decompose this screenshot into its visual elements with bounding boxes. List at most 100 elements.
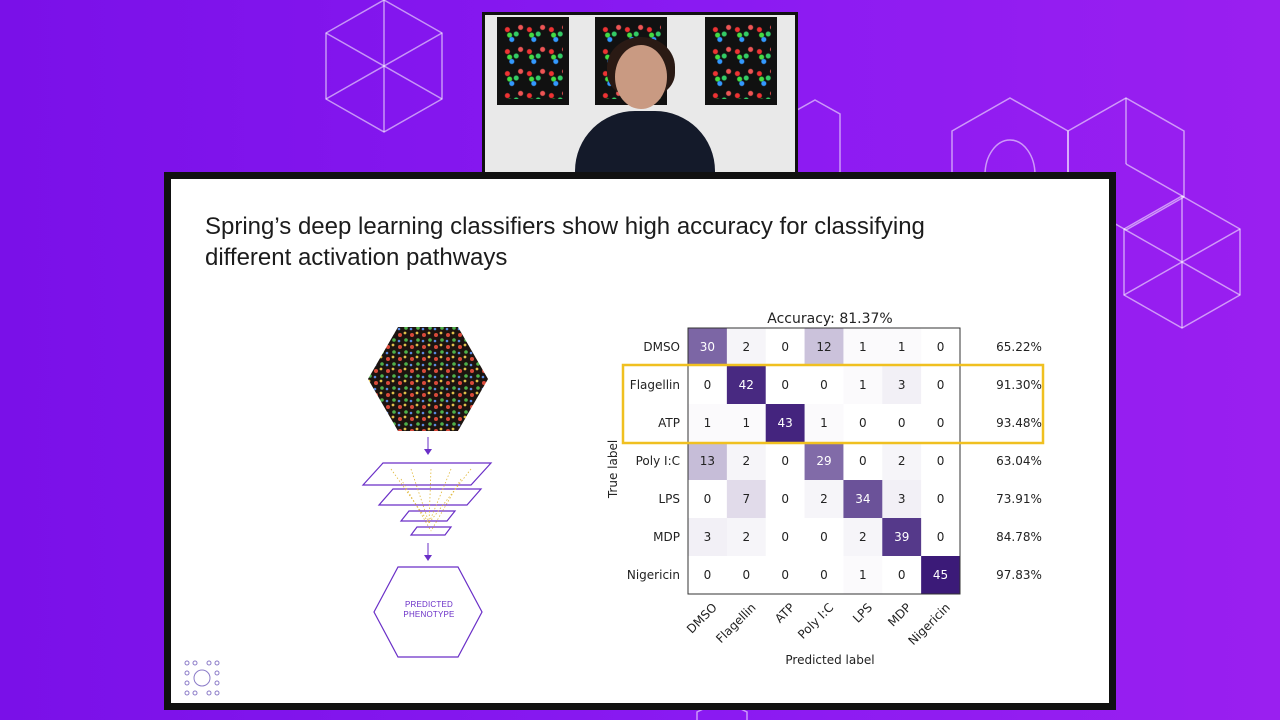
company-logo-icon xyxy=(184,660,220,696)
row-accuracy: 65.22% xyxy=(996,340,1042,354)
matrix-cell xyxy=(765,556,806,595)
neural-network-layers-icon xyxy=(361,462,493,536)
matrix-cell xyxy=(688,366,728,405)
matrix-cell-value: 0 xyxy=(898,416,906,430)
matrix-cell xyxy=(765,442,806,481)
matrix-cell xyxy=(882,366,922,405)
matrix-cell-value: 2 xyxy=(859,530,867,544)
row-accuracy: 63.04% xyxy=(996,454,1042,468)
matrix-cell-value: 3 xyxy=(898,492,906,506)
row-label: Poly I:C xyxy=(636,454,680,468)
matrix-cell-value: 2 xyxy=(742,340,750,354)
x-axis-label: Predicted label xyxy=(785,653,874,667)
matrix-cell-value: 0 xyxy=(781,530,789,544)
matrix-cell-value: 1 xyxy=(859,378,867,392)
row-accuracy: 91.30% xyxy=(996,378,1042,392)
matrix-cell xyxy=(726,404,767,443)
matrix-cell-value: 2 xyxy=(898,454,906,468)
matrix-cell-value: 0 xyxy=(781,340,789,354)
matrix-cell-value: 3 xyxy=(898,378,906,392)
matrix-cell xyxy=(688,518,728,557)
classifier-pipeline-diagram xyxy=(361,327,493,658)
matrix-cell-value: 2 xyxy=(742,530,750,544)
matrix-cell xyxy=(726,518,767,557)
matrix-cell-value: 1 xyxy=(859,340,867,354)
arrow-head-bottom xyxy=(424,555,432,561)
slide-title: Spring’s deep learning classifiers show … xyxy=(205,213,925,271)
matrix-cell-value: 0 xyxy=(704,492,712,506)
matrix-frame xyxy=(687,327,961,595)
matrix-cell-value: 1 xyxy=(704,416,712,430)
matrix-cell xyxy=(882,556,922,595)
predicted-phenotype-hexagon xyxy=(373,566,483,658)
highlight-box xyxy=(621,363,1045,445)
y-axis-label: True label xyxy=(606,440,620,499)
matrix-cell-value: 1 xyxy=(742,416,750,430)
matrix-cell-value: 1 xyxy=(820,416,828,430)
matrix-cell xyxy=(882,328,922,367)
matrix-cell xyxy=(843,556,883,595)
confusion-matrix-chart: Accuracy: 81.37% True label Predicted la… xyxy=(606,311,1045,667)
wall-art-left xyxy=(497,17,569,105)
matrix-cell xyxy=(765,366,806,405)
row-label: ATP xyxy=(658,416,680,430)
matrix-cell xyxy=(921,518,961,557)
matrix-cell-value: 0 xyxy=(937,530,945,544)
matrix-cell xyxy=(843,366,883,405)
matrix-cell xyxy=(804,328,844,367)
matrix-cell-value: 2 xyxy=(742,454,750,468)
matrix-cell-value: 0 xyxy=(859,416,867,430)
matrix-cell xyxy=(726,480,767,519)
matrix-cell-value: 2 xyxy=(820,492,828,506)
matrix-cell-value: 0 xyxy=(859,454,867,468)
matrix-cell-value: 3 xyxy=(704,530,712,544)
matrix-cell xyxy=(921,480,961,519)
row-accuracy-labels: 65.22% 91.30% 93.48% 63.04% 73.91% 84.78% 97.8… xyxy=(996,340,1042,582)
matrix-cell xyxy=(765,404,806,443)
matrix-cell-value: 0 xyxy=(781,568,789,582)
column-label: DMSO xyxy=(684,600,720,636)
matrix-cell-value: 0 xyxy=(820,378,828,392)
column-label: MDP xyxy=(885,600,914,629)
matrix-cell-value: 13 xyxy=(700,454,715,468)
matrix-cell-value: 0 xyxy=(820,530,828,544)
row-label: MDP xyxy=(653,530,680,544)
column-label: Poly I:C xyxy=(795,600,836,641)
matrix-cell-value: 0 xyxy=(898,568,906,582)
matrix-cell xyxy=(882,404,922,443)
matrix-cell xyxy=(882,480,922,519)
matrix-cell-value: 0 xyxy=(781,378,789,392)
column-label: Nigericin xyxy=(905,600,952,647)
matrix-cell xyxy=(804,442,844,481)
matrix-cell-value: 0 xyxy=(704,378,712,392)
row-accuracy: 84.78% xyxy=(996,530,1042,544)
matrix-cell xyxy=(726,556,767,595)
row-label: LPS xyxy=(658,492,680,506)
matrix-cell-value: 45 xyxy=(933,568,948,582)
row-accuracy: 93.48% xyxy=(996,416,1042,430)
matrix-cell-value: 34 xyxy=(855,492,870,506)
matrix-cell-value: 0 xyxy=(781,492,789,506)
matrix-cell xyxy=(843,404,883,443)
matrix-cell xyxy=(921,328,961,367)
predicted-phenotype-label: PREDICTED PHENOTYPE xyxy=(403,600,455,619)
matrix-cell-value: 29 xyxy=(816,454,831,468)
row-accuracy: 73.91% xyxy=(996,492,1042,506)
matrix-cell-value: 0 xyxy=(937,454,945,468)
column-label: LPS xyxy=(850,600,875,625)
matrix-cell-value: 0 xyxy=(781,454,789,468)
matrix-cell xyxy=(765,480,806,519)
chart-title: Accuracy: 81.37% xyxy=(767,311,892,327)
matrix-cell-value: 39 xyxy=(894,530,909,544)
cell-image-hexagon xyxy=(368,327,488,431)
matrix-cell-value: 0 xyxy=(704,568,712,582)
matrix-cell xyxy=(882,442,922,481)
matrix-cell xyxy=(765,518,806,557)
matrix-cell xyxy=(804,556,844,595)
arrow-head-top xyxy=(424,449,432,455)
matrix-cell xyxy=(765,328,806,367)
row-accuracy: 97.83% xyxy=(996,568,1042,582)
matrix-cell xyxy=(804,404,844,443)
